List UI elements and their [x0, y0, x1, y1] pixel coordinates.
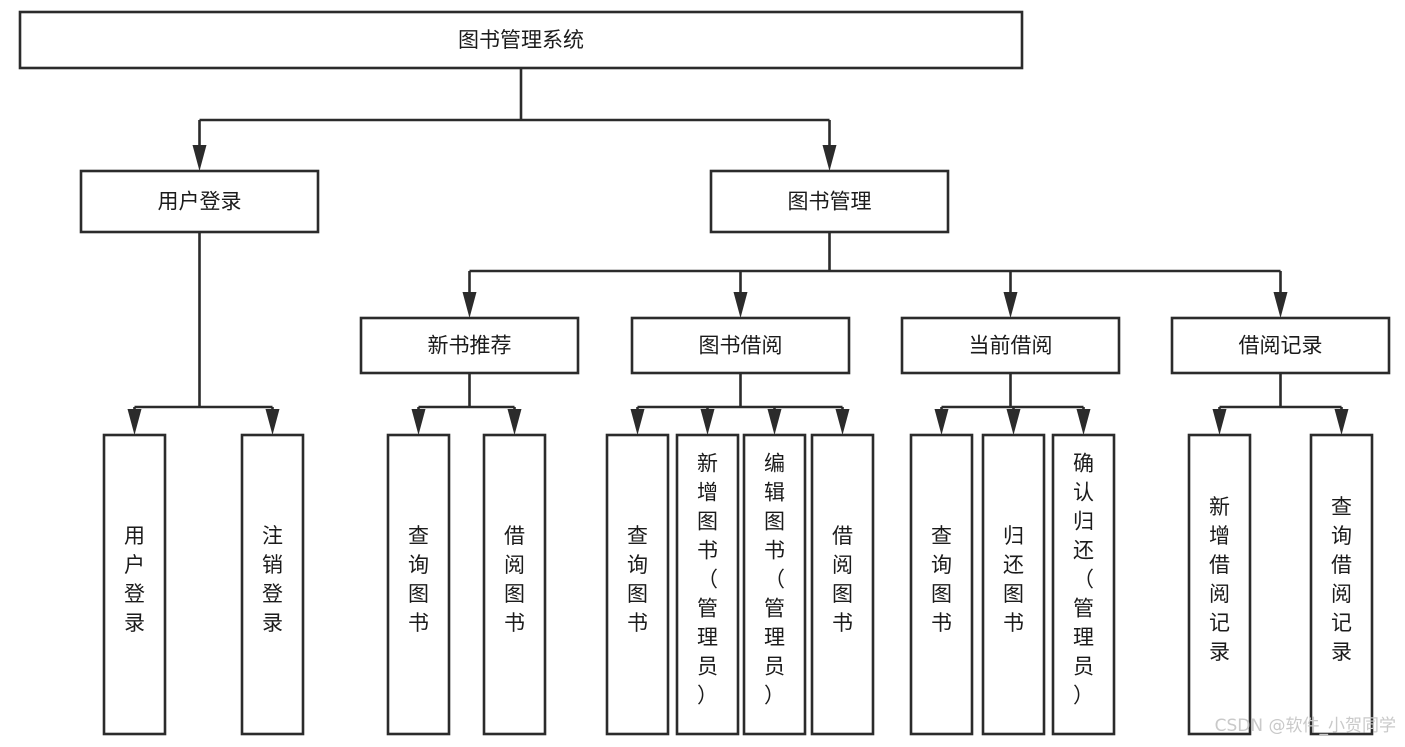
node-leaf-6-label: 编辑图书（管理员）	[764, 452, 785, 708]
leaf-link-4-0-arrowhead	[1212, 409, 1227, 435]
connector-layer	[127, 68, 1349, 435]
node-level3-2-box	[900, 316, 1121, 375]
node-level3-1[interactable]: 图书借阅	[630, 316, 851, 375]
node-leaf-5-box	[675, 433, 740, 736]
node-leaf-9[interactable]: 归还图书	[981, 433, 1046, 736]
leaf-link-2-0-arrowhead	[630, 409, 645, 435]
level3-link-1-arrowhead	[733, 292, 748, 318]
node-leaf-4[interactable]: 查询图书	[605, 433, 670, 736]
node-leaf-11[interactable]: 新增借阅记录	[1187, 433, 1252, 736]
node-root-图书管理系统-label: 图书管理系统	[458, 28, 584, 52]
node-leaf-3[interactable]: 借阅图书	[482, 433, 547, 736]
node-level2-0-label: 用户登录	[158, 190, 242, 214]
node-level2-1-box	[709, 169, 950, 234]
node-leaf-2-box	[386, 433, 451, 736]
node-leaf-4-label: 查询图书	[627, 524, 648, 635]
node-leaf-9-box	[981, 433, 1046, 736]
leaf-link-3-0-arrowhead	[934, 409, 949, 435]
node-leaf-6-box	[742, 433, 807, 736]
node-leaf-10-box	[1051, 433, 1116, 736]
leaf-link-3-1-arrowhead	[1006, 409, 1021, 435]
leaf-link-3-2-arrowhead	[1076, 409, 1091, 435]
level2-link-1-arrowhead	[822, 145, 837, 171]
level3-link-2-arrowhead	[1003, 292, 1018, 318]
node-level2-0-box	[79, 169, 320, 234]
node-level3-1-label: 图书借阅	[699, 334, 783, 358]
node-leaf-1-box	[240, 433, 305, 736]
node-leaf-0-label: 用户登录	[124, 524, 145, 635]
node-leaf-11-box	[1187, 433, 1252, 736]
node-level2-1[interactable]: 图书管理	[709, 169, 950, 234]
node-leaf-4-box	[605, 433, 670, 736]
leaf-link-2-1-arrowhead	[700, 409, 715, 435]
node-level3-3[interactable]: 借阅记录	[1170, 316, 1391, 375]
node-leaf-8-label: 查询图书	[931, 524, 952, 635]
leaf-link-0-1-arrowhead	[265, 409, 280, 435]
node-leaf-1-label: 注销登录	[262, 524, 283, 635]
leaf-link-1-0-arrowhead	[411, 409, 426, 435]
leaf-link-2-3-arrowhead	[835, 409, 850, 435]
level3-link-0-arrowhead	[462, 292, 477, 318]
node-level3-3-label: 借阅记录	[1239, 334, 1323, 358]
node-leaf-7[interactable]: 借阅图书	[810, 433, 875, 736]
node-leaf-2[interactable]: 查询图书	[386, 433, 451, 736]
node-leaf-8-box	[909, 433, 974, 736]
node-leaf-8[interactable]: 查询图书	[909, 433, 974, 736]
node-leaf-7-label: 借阅图书	[832, 524, 853, 635]
node-leaf-3-label: 借阅图书	[504, 524, 525, 635]
leaf-link-1-1-arrowhead	[507, 409, 522, 435]
node-leaf-11-label: 新增借阅记录	[1209, 495, 1230, 664]
csdn-watermark: CSDN @软件_小贺同学	[1215, 716, 1396, 736]
node-level3-0-label: 新书推荐	[428, 334, 512, 358]
node-level3-2-label: 当前借阅	[969, 334, 1053, 358]
node-leaf-0[interactable]: 用户登录	[102, 433, 167, 736]
level2-link-0-arrowhead	[192, 145, 207, 171]
node-leaf-2-label: 查询图书	[408, 524, 429, 635]
node-root-图书管理系统[interactable]: 图书管理系统	[18, 10, 1024, 70]
node-leaf-7-box	[810, 433, 875, 736]
node-leaf-6[interactable]: 编辑图书（管理员）	[742, 433, 807, 736]
node-leaf-5[interactable]: 新增图书（管理员）	[675, 433, 740, 736]
node-level3-0[interactable]: 新书推荐	[359, 316, 580, 375]
node-root-图书管理系统-box	[18, 10, 1024, 70]
node-level3-0-box	[359, 316, 580, 375]
leaf-link-2-2-arrowhead	[767, 409, 782, 435]
node-leaf-12-label: 查询借阅记录	[1331, 495, 1352, 664]
node-leaf-1[interactable]: 注销登录	[240, 433, 305, 736]
node-leaf-0-box	[102, 433, 167, 736]
leaf-link-0-0-arrowhead	[127, 409, 142, 435]
node-leaf-10-label: 确认归还（管理员）	[1073, 452, 1094, 708]
node-leaf-3-box	[482, 433, 547, 736]
leaf-link-4-1-arrowhead	[1334, 409, 1349, 435]
node-leaf-5-label: 新增图书（管理员）	[697, 452, 718, 708]
node-level2-0[interactable]: 用户登录	[79, 169, 320, 234]
node-leaf-12-box	[1309, 433, 1374, 736]
node-leaf-9-label: 归还图书	[1003, 524, 1024, 635]
node-leaf-12[interactable]: 查询借阅记录	[1309, 433, 1374, 736]
level3-link-3-arrowhead	[1273, 292, 1288, 318]
node-level3-1-box	[630, 316, 851, 375]
node-level3-3-box	[1170, 316, 1391, 375]
node-leaf-10[interactable]: 确认归还（管理员）	[1051, 433, 1116, 736]
node-layer: 图书管理系统用户登录图书管理新书推荐图书借阅当前借阅借阅记录用户登录注销登录查询…	[18, 10, 1391, 736]
node-level2-1-label: 图书管理	[788, 190, 872, 214]
node-level3-2[interactable]: 当前借阅	[900, 316, 1121, 375]
